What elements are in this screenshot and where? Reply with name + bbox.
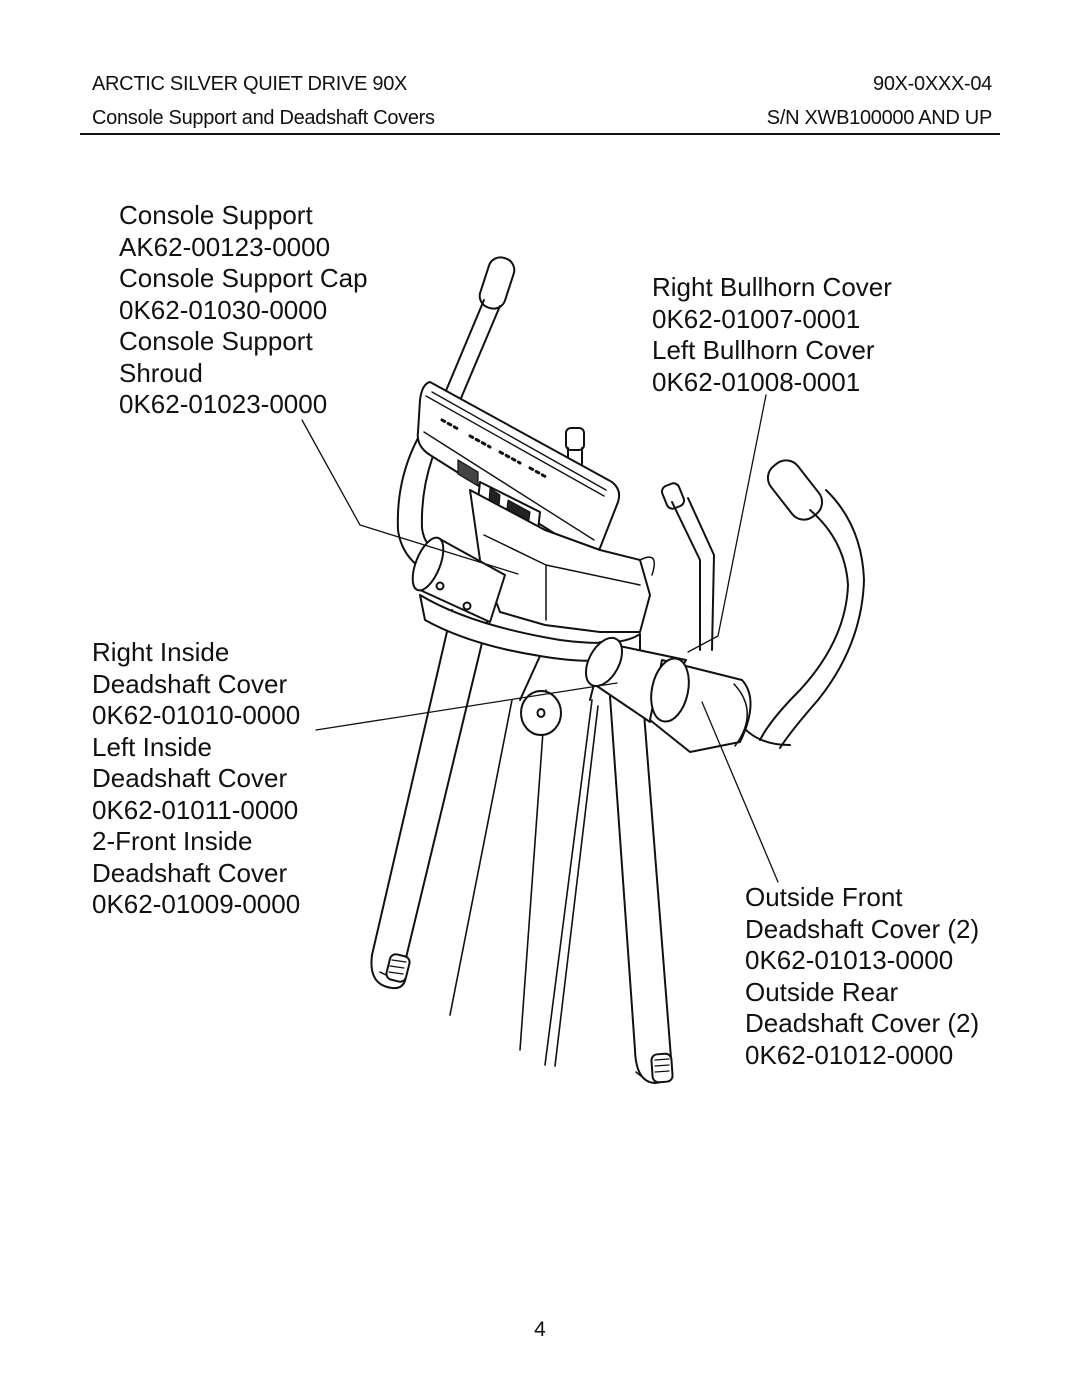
callout-inside-deadshaft-covers: Right Inside Deadshaft Cover 0K62-01010-…: [92, 637, 300, 921]
callout-line: 0K62-01007-0001: [652, 303, 861, 334]
callout-line: 0K62-01008-0001: [652, 366, 861, 397]
page-number: 4: [534, 1318, 546, 1341]
left-bullhorn-handle: [743, 459, 865, 749]
callout-line: Left Inside: [92, 731, 212, 762]
callout-line: Deadshaft Cover: [92, 763, 288, 793]
section-title: Console Support and Deadshaft Covers: [92, 107, 435, 129]
right-upright-leg: [370, 609, 489, 990]
front-inside-deadshaft-cover: [520, 690, 562, 736]
callout-line: Deadshaft Cover: [92, 857, 288, 888]
outside-deadshaft-cover: [649, 657, 752, 753]
callout-line: Console Support Cap: [119, 263, 368, 293]
header-rule: [80, 133, 1000, 135]
callout-line: 2-Front Inside: [92, 826, 253, 856]
callout-line: Right Bullhorn Cover: [652, 272, 892, 302]
callout-bullhorn-covers: Right Bullhorn Cover 0K62-01007-0001 Lef…: [652, 272, 892, 398]
callout-line: Shroud: [119, 357, 203, 388]
callout-line: AK62-00123-0000: [119, 231, 331, 262]
callout-line: 0K62-01009-0000: [92, 889, 301, 919]
callout-line: Deadshaft Cover: [92, 668, 288, 699]
document-number: 90X-0XXX-04: [873, 73, 992, 95]
callout-line: Left Bullhorn Cover: [652, 335, 875, 365]
callout-line: 0K62-01030-0000: [119, 294, 328, 325]
callout-line: Deadshaft Cover (2): [745, 913, 980, 944]
center-mast: [449, 689, 599, 1067]
callout-line: Console Support: [119, 200, 313, 230]
callout-line: 0K62-01012-0000: [745, 1039, 954, 1070]
callout-line: Console Support: [119, 326, 313, 356]
serial-range: S/N XWB100000 AND UP: [766, 107, 993, 129]
callout-outside-deadshaft-covers: Outside Front Deadshaft Cover (2) 0K62-0…: [745, 882, 979, 1071]
callout-line: 0K62-01010-0000: [92, 700, 301, 730]
callout-line: Outside Front: [745, 882, 903, 912]
callout-line: 0K62-01011-0000: [92, 794, 299, 825]
callout-line: 0K62-01023-0000: [119, 389, 328, 419]
left-upright-leg: [607, 661, 674, 1084]
callout-line: Right Inside: [92, 637, 230, 667]
callout-console-support: Console Support AK62-00123-0000 Console …: [119, 200, 368, 421]
leader-lines: [301, 394, 779, 883]
callout-line: 0K62-01013-0000: [745, 945, 954, 975]
callout-line: Deadshaft Cover (2): [745, 1008, 980, 1038]
product-title: ARCTIC SILVER QUIET DRIVE 90X: [92, 73, 408, 95]
callout-line: Outside Rear: [745, 976, 899, 1007]
